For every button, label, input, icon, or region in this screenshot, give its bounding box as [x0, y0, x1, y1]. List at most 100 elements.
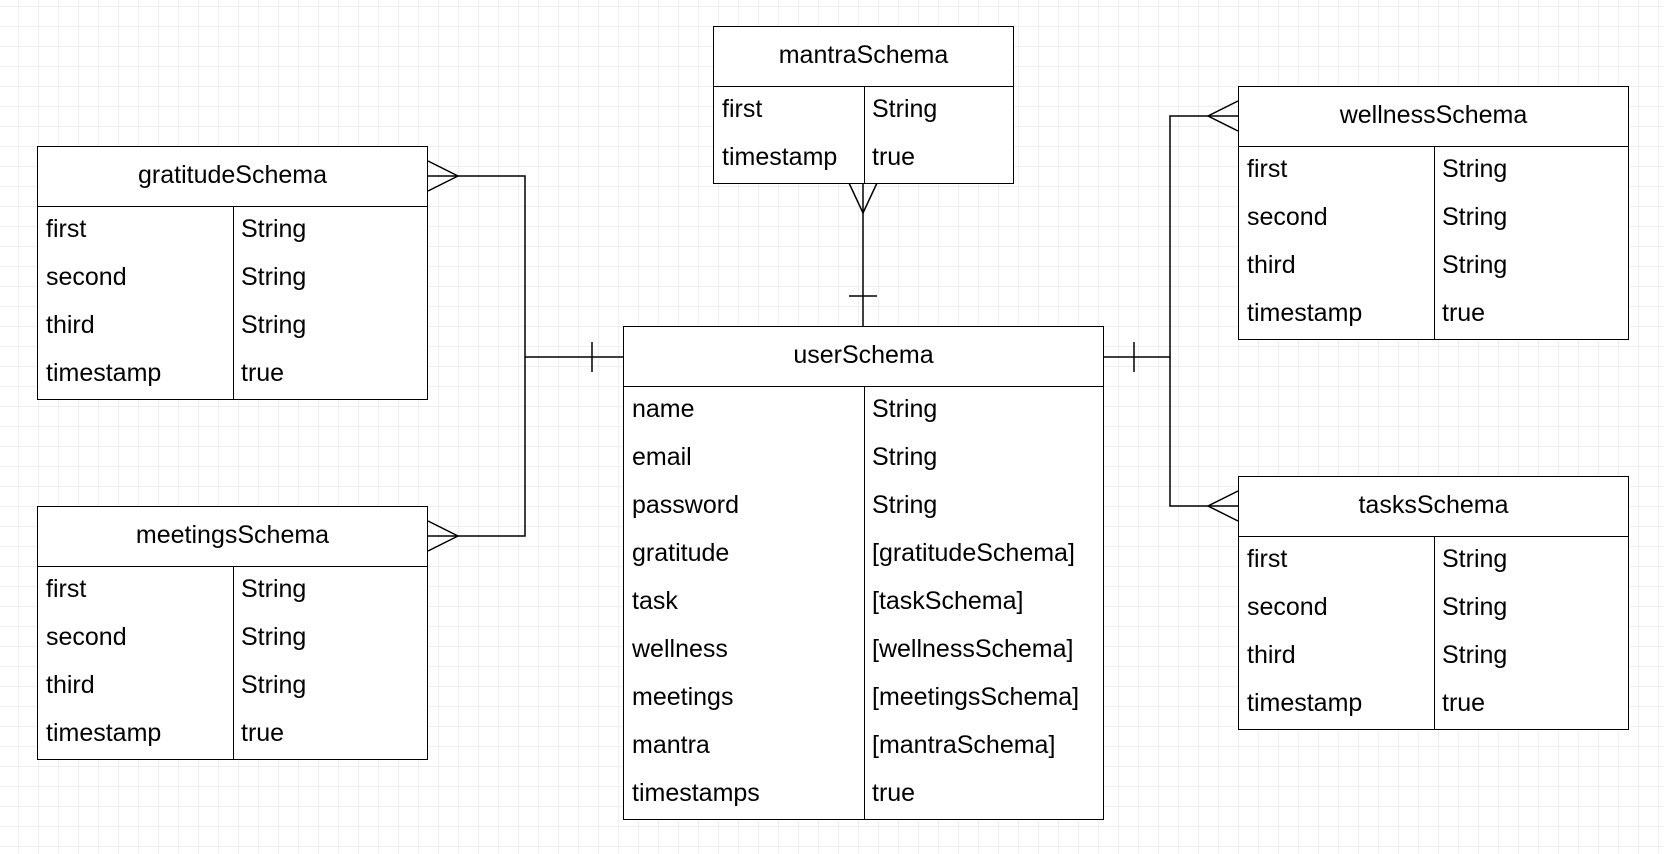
field-type: true [241, 719, 285, 747]
field-type: String [1442, 251, 1508, 279]
field-name: timestamp [46, 359, 162, 387]
field-row: gratitude [gratitudeSchema] [624, 531, 1103, 579]
field-row: second String [1239, 585, 1628, 633]
field-type: String [872, 491, 938, 519]
connector-user-wellness [1103, 115, 1238, 358]
field-row: second String [1239, 195, 1628, 243]
field-name: second [1247, 203, 1328, 231]
field-type: String [872, 95, 938, 123]
field-type: [gratitudeSchema] [872, 539, 1075, 567]
entity-user-schema[interactable]: userSchema name String email String pass… [623, 326, 1104, 820]
field-row: email String [624, 435, 1103, 483]
field-name: third [1247, 641, 1296, 669]
field-row: first String [38, 567, 427, 615]
field-type: String [1442, 203, 1508, 231]
field-name: timestamp [722, 143, 838, 171]
field-row: third String [38, 663, 427, 711]
field-name: third [1247, 251, 1296, 279]
field-type: String [241, 575, 307, 603]
field-name: first [722, 95, 763, 123]
field-name: mantra [632, 731, 710, 759]
field-row: timestamp true [38, 351, 427, 399]
field-name: password [632, 491, 739, 519]
field-type: true [241, 359, 285, 387]
field-name: third [46, 311, 95, 339]
field-type: true [1442, 299, 1486, 327]
field-type: true [1442, 689, 1486, 717]
field-row: timestamp true [714, 135, 1013, 183]
entity-meetings-schema[interactable]: meetingsSchema first String second Strin… [37, 506, 428, 760]
field-row: timestamp true [1239, 681, 1628, 729]
field-row: first String [1239, 147, 1628, 195]
column-divider [1434, 537, 1435, 729]
field-name: timestamps [632, 779, 760, 807]
field-row: timestamp true [38, 711, 427, 759]
field-type: String [241, 623, 307, 651]
connector-user-tasks [1169, 357, 1238, 507]
crowfoot-wellness [1206, 100, 1239, 132]
field-type: String [872, 443, 938, 471]
field-type: String [1442, 545, 1508, 573]
field-name: meetings [632, 683, 734, 711]
field-type: String [241, 671, 307, 699]
field-type: [taskSchema] [872, 587, 1024, 615]
connector-user-gratitude [428, 175, 623, 358]
crowfoot-tasks [1206, 490, 1239, 522]
entity-gratitude-schema[interactable]: gratitudeSchema first String second Stri… [37, 146, 428, 400]
field-name: second [1247, 593, 1328, 621]
field-row: task [taskSchema] [624, 579, 1103, 627]
field-row: timestamps true [624, 771, 1103, 819]
column-divider [233, 207, 234, 399]
field-row: first String [1239, 537, 1628, 585]
field-name: first [46, 575, 87, 603]
crowfoot-gratitude [427, 160, 460, 192]
field-type: String [241, 215, 307, 243]
field-name: task [632, 587, 678, 615]
field-name: gratitude [632, 539, 730, 567]
field-type: String [241, 311, 307, 339]
entity-title: meetingsSchema [38, 507, 427, 567]
field-name: second [46, 263, 127, 291]
field-name: first [46, 215, 87, 243]
entity-tasks-schema[interactable]: tasksSchema first String second String t… [1238, 476, 1629, 730]
field-type: [meetingsSchema] [872, 683, 1080, 711]
field-row: password String [624, 483, 1103, 531]
field-row: wellness [wellnessSchema] [624, 627, 1103, 675]
field-type: [wellnessSchema] [872, 635, 1074, 663]
entity-wellness-schema[interactable]: wellnessSchema first String second Strin… [1238, 86, 1629, 340]
column-divider [864, 387, 865, 819]
field-row: first String [714, 87, 1013, 135]
entity-title: wellnessSchema [1239, 87, 1628, 147]
entity-title: tasksSchema [1239, 477, 1628, 537]
connector-user-meetings [428, 357, 526, 537]
field-type: [mantraSchema] [872, 731, 1056, 759]
field-row: second String [38, 255, 427, 303]
crowfoot-meetings [427, 520, 460, 552]
field-row: third String [1239, 243, 1628, 291]
field-name: timestamp [1247, 689, 1363, 717]
field-name: wellness [632, 635, 728, 663]
column-divider [1434, 147, 1435, 339]
entity-title: userSchema [624, 327, 1103, 387]
entity-mantra-schema[interactable]: mantraSchema first String timestamp true [713, 26, 1014, 184]
field-row: mantra [mantraSchema] [624, 723, 1103, 771]
crowfoot-mantra [848, 182, 878, 215]
field-row: first String [38, 207, 427, 255]
field-row: third String [1239, 633, 1628, 681]
field-name: first [1247, 545, 1288, 573]
field-name: name [632, 395, 695, 423]
field-type: String [1442, 593, 1508, 621]
field-type: String [1442, 641, 1508, 669]
field-row: meetings [meetingsSchema] [624, 675, 1103, 723]
entity-title: mantraSchema [714, 27, 1013, 87]
field-type: true [872, 779, 916, 807]
column-divider [233, 567, 234, 759]
field-name: timestamp [1247, 299, 1363, 327]
field-name: email [632, 443, 692, 471]
field-row: name String [624, 387, 1103, 435]
field-type: String [241, 263, 307, 291]
field-row: third String [38, 303, 427, 351]
field-name: first [1247, 155, 1288, 183]
field-name: timestamp [46, 719, 162, 747]
